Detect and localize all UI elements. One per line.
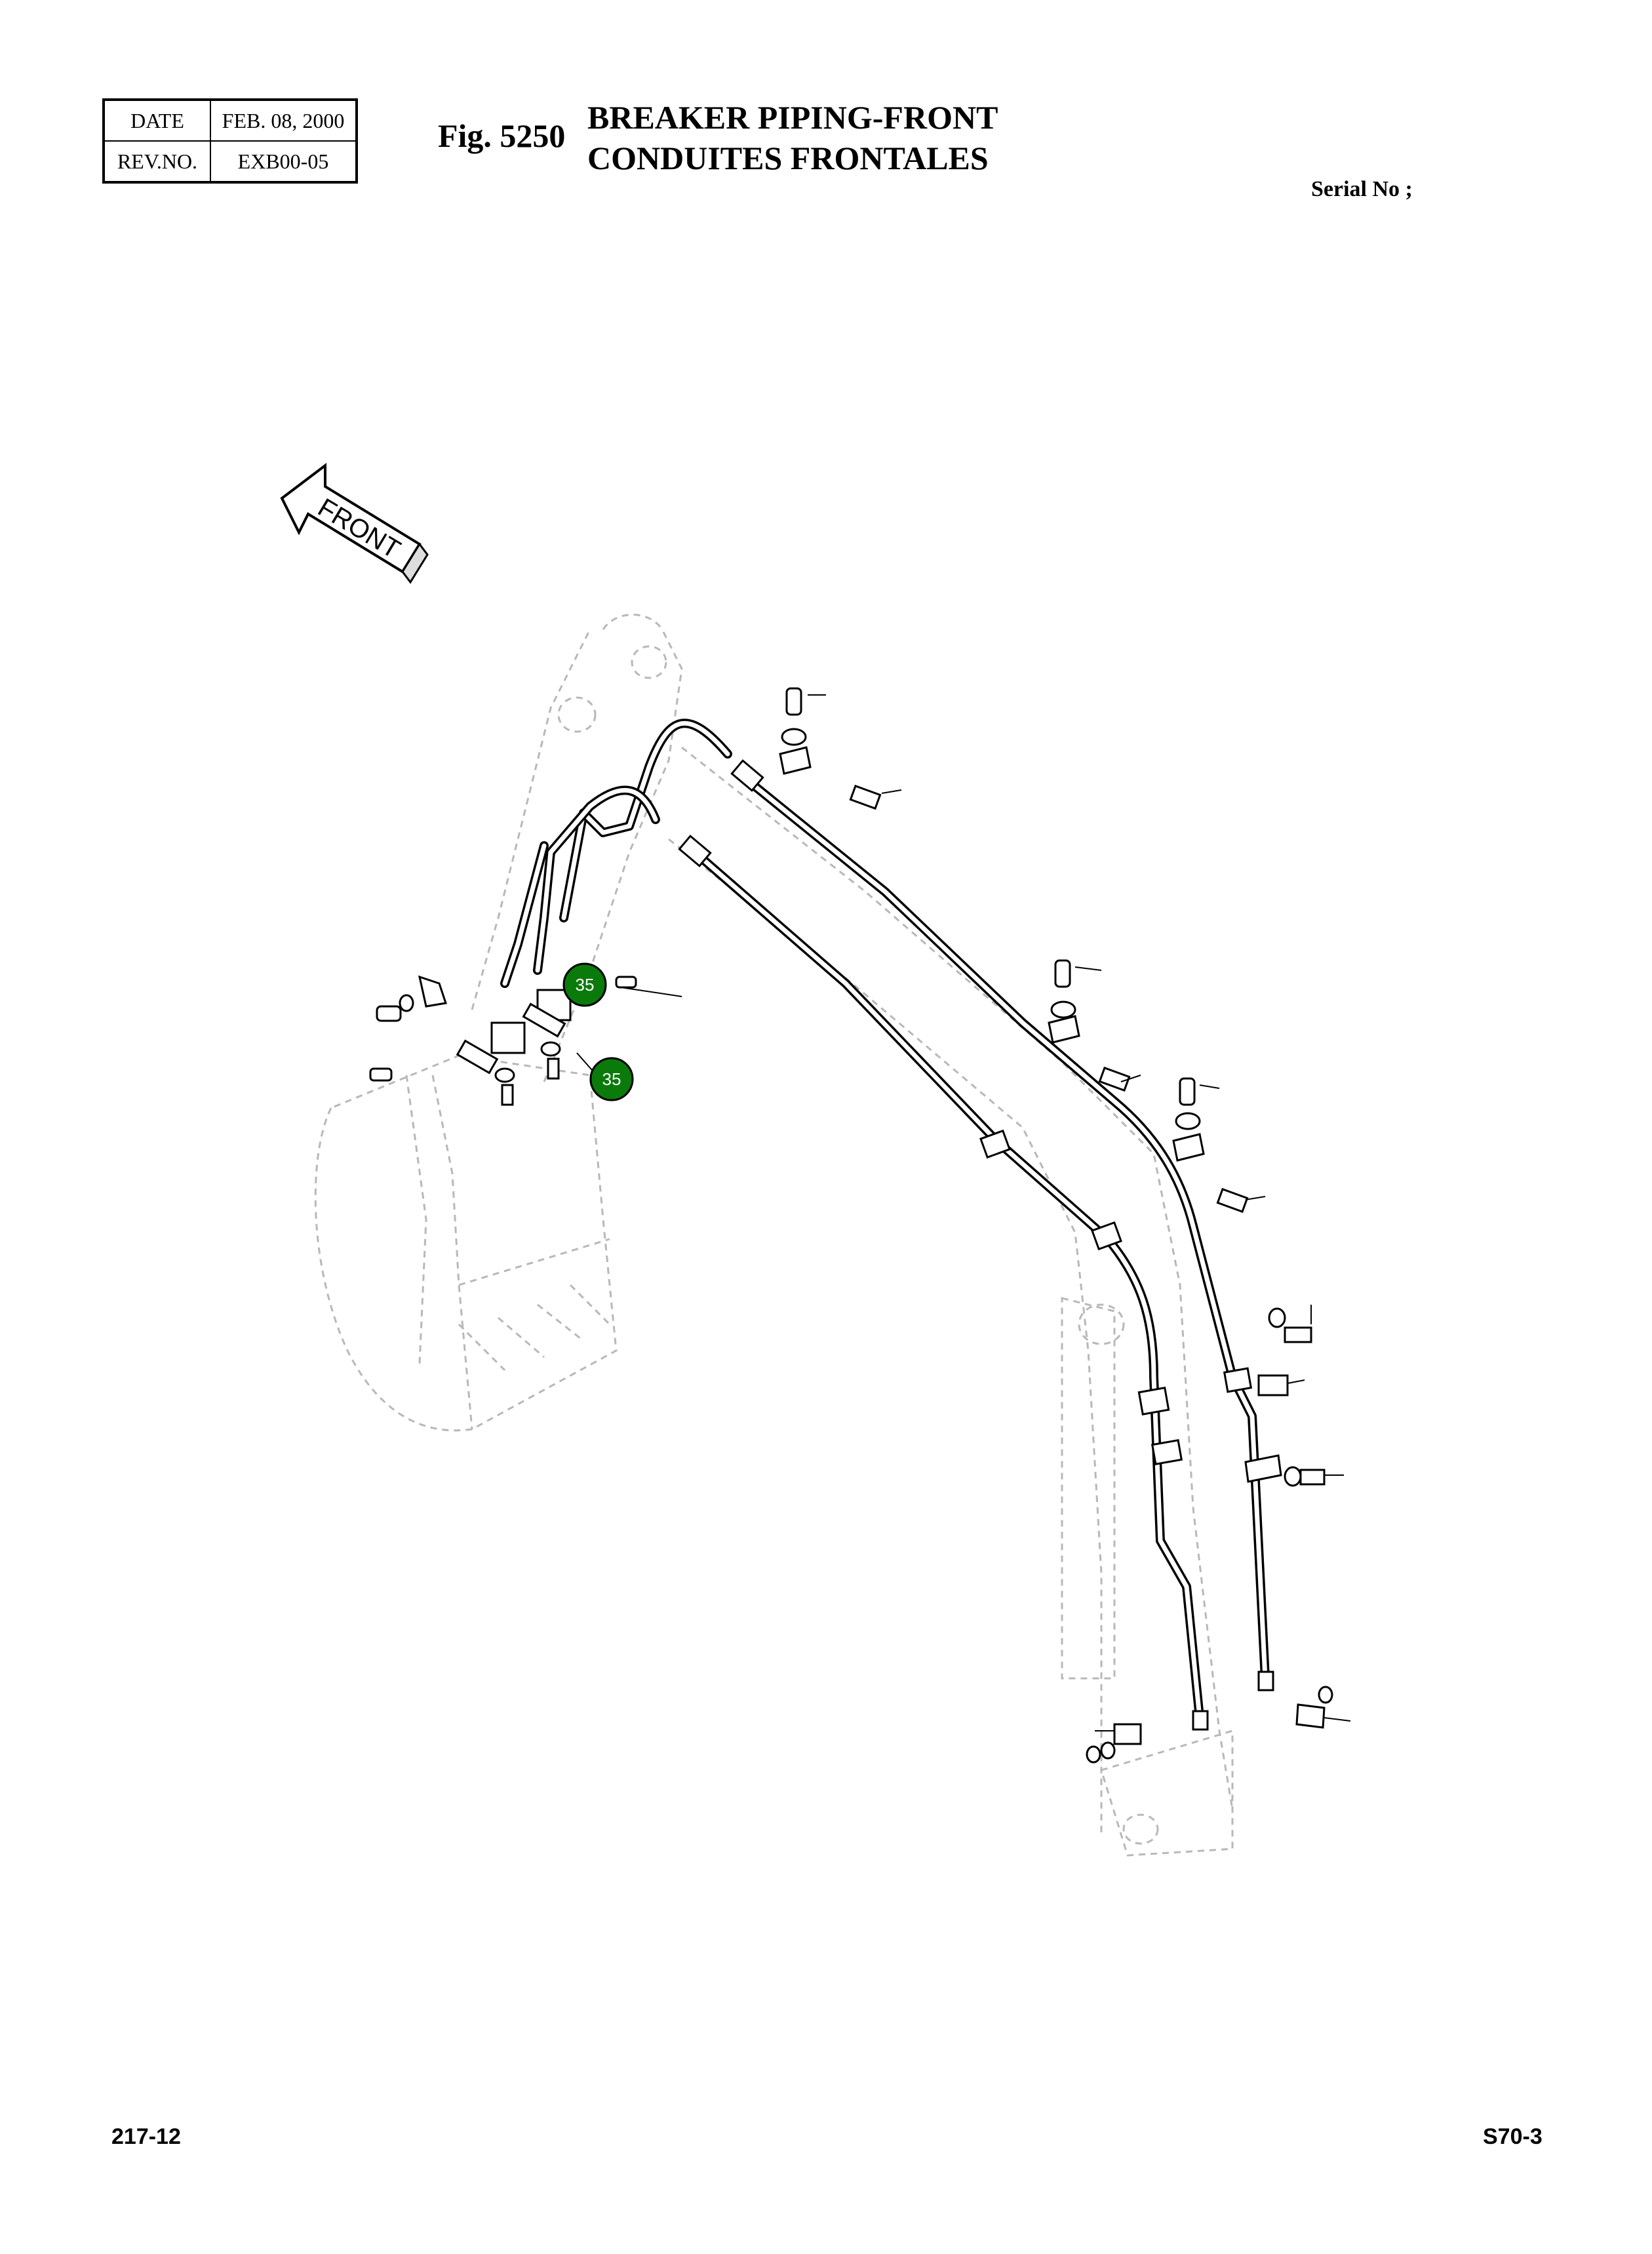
breaker-pipe-lower [690, 848, 1204, 1722]
page-code-left: 217-12 [111, 2124, 181, 2149]
page-code-right: S70-3 [1483, 2124, 1543, 2149]
bucket-outline [314, 1054, 618, 1432]
serial-number-label: Serial No ; [1311, 177, 1413, 201]
valve-block-parts [369, 975, 637, 1106]
boom-bracket-parts [779, 687, 1333, 1764]
revision-table: DATE FEB. 08, 2000 REV.NO. EXB00-05 [102, 98, 358, 184]
callout-35-lower[interactable]: 35 [589, 1057, 634, 1101]
date-label: DATE [103, 99, 211, 142]
title-english: BREAKER PIPING-FRONT [587, 99, 998, 136]
breaker-pipe-upper [743, 776, 1270, 1683]
title-french: CONDUITES FRONTALES [587, 140, 989, 176]
front-arrow-icon: FRONT [280, 462, 429, 584]
callout-35-upper[interactable]: 35 [562, 962, 607, 1007]
date-value: FEB. 08, 2000 [210, 99, 357, 142]
callout-35-upper-label: 35 [576, 975, 595, 995]
hose-assembly [500, 719, 732, 988]
rev-label: REV.NO. [103, 140, 211, 183]
callout-35-lower-label: 35 [602, 1069, 621, 1089]
figure-number: Fig. 5250 [438, 117, 566, 154]
rev-value: EXB00-05 [210, 140, 357, 183]
boom-outline [668, 746, 1234, 1857]
pipe-clamps [678, 759, 1274, 1731]
